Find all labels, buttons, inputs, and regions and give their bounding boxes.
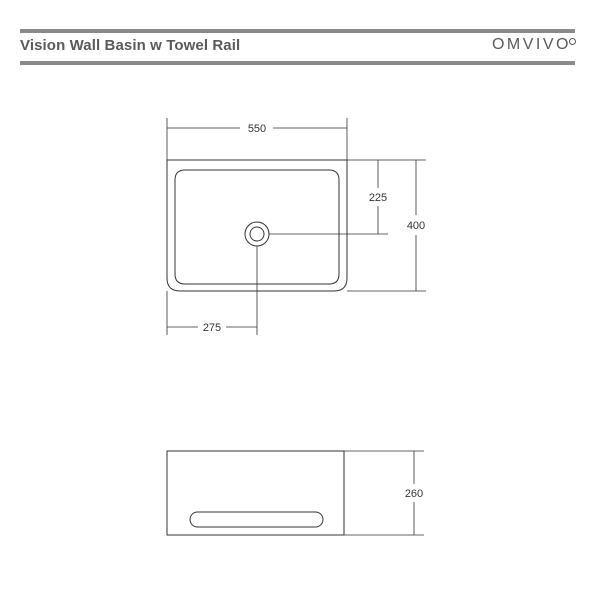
header-rule-bottom <box>20 61 575 65</box>
dimension-drain-back-label: 225 <box>369 192 387 204</box>
product-title: Vision Wall Basin w Towel Rail <box>20 37 241 54</box>
registered-mark-icon <box>569 38 576 45</box>
dimension-height-label: 260 <box>405 488 423 500</box>
dimension-height <box>344 450 424 536</box>
drain-inner <box>249 226 265 242</box>
dimension-width <box>166 118 348 160</box>
towel-rail-slot <box>189 511 324 528</box>
dimension-drain-back <box>269 160 388 235</box>
dimension-depth-label: 400 <box>407 220 425 232</box>
drain-outer <box>244 221 270 247</box>
front-body <box>166 450 345 536</box>
brand-logo: OMVIVO <box>491 36 571 53</box>
dimension-width-label: 550 <box>248 123 266 135</box>
dimension-drain-side <box>166 246 258 335</box>
basin-outline <box>166 159 348 292</box>
front-view <box>166 450 345 536</box>
basin-bowl <box>174 169 340 285</box>
dimension-depth <box>347 159 426 292</box>
header-rule-top <box>20 29 575 33</box>
dimension-drain-side-label: 275 <box>203 322 221 334</box>
